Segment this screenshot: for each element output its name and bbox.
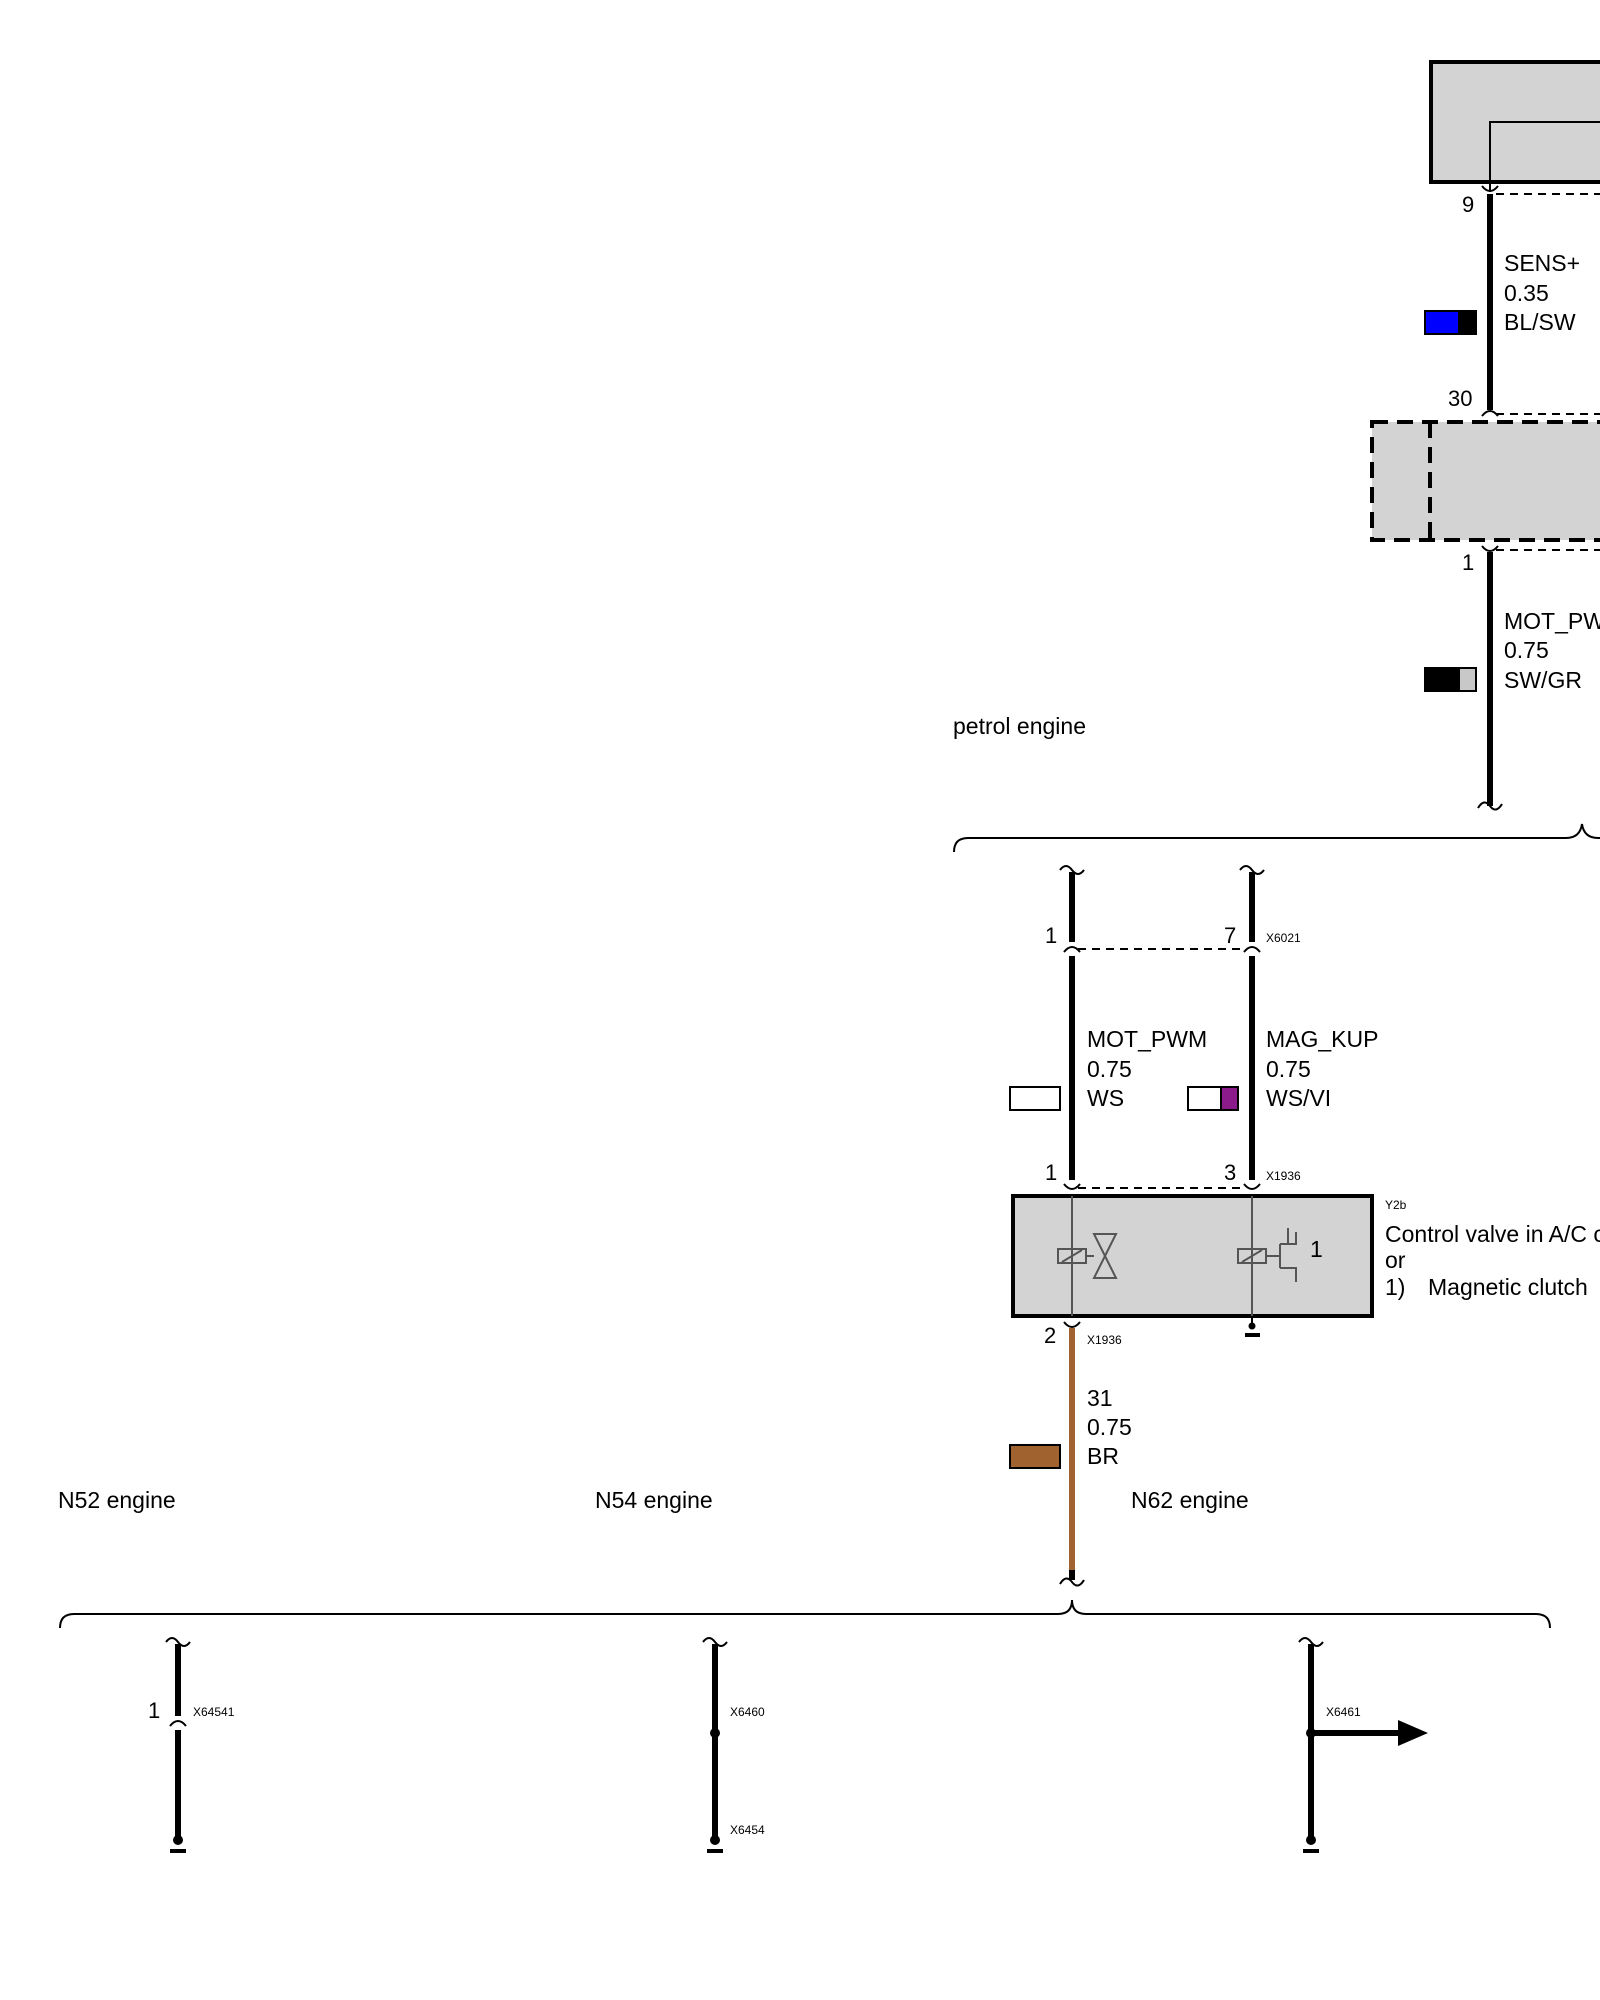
component-note-text: Magnetic clutch (1428, 1274, 1588, 1300)
n62-engine-label: N62 engine (1131, 1487, 1249, 1513)
n54-ground-id: X6454 (730, 1823, 765, 1837)
left-wire-top-break (1059, 865, 1085, 875)
mag-kup-swatch-white (1187, 1086, 1222, 1111)
mot-pwm-color: WS (1087, 1085, 1124, 1111)
mag-kup-size: 0.75 (1266, 1056, 1311, 1082)
component-inner-label: 1 (1310, 1236, 1323, 1262)
n54-engine-label: N54 engine (595, 1487, 713, 1513)
sens-plus-swatch-black (1458, 310, 1477, 335)
n52-pin-1-connector (169, 1720, 187, 1727)
intermediate-module-outer (1370, 420, 1600, 542)
n54-break-mark (702, 1637, 728, 1647)
mot-pw-color: SW/GR (1504, 667, 1582, 693)
pin-9-label: 9 (1462, 192, 1474, 217)
ground-wire-break-mark (1059, 1577, 1085, 1587)
solenoid-valve-symbol (1057, 1196, 1118, 1316)
x6021-pin-7-label: 7 (1224, 923, 1236, 948)
mot-pw-swatch-black (1424, 667, 1460, 692)
x1936-pin-2-connector (1063, 1321, 1081, 1328)
mot-pw-size: 0.75 (1504, 637, 1549, 663)
mot-pwm-size: 0.75 (1087, 1056, 1132, 1082)
mot-pw-swatch-grey (1458, 667, 1477, 692)
n62-splice-id: X6461 (1326, 1705, 1361, 1719)
right-wire-top-break (1239, 865, 1265, 875)
top-module-internal-line (1489, 121, 1600, 192)
n52-pin-1-label: 1 (148, 1698, 160, 1723)
component-note-number: 1) (1385, 1274, 1405, 1300)
x1936-bottom-id: X1936 (1087, 1333, 1122, 1347)
sens-plus-swatch-blue (1424, 310, 1460, 335)
pin-1-top-label: 1 (1462, 550, 1474, 575)
x1936-pin-2-label: 2 (1044, 1323, 1056, 1348)
n52-connector-id: X64541 (193, 1705, 235, 1719)
petrol-engine-brace (953, 823, 1600, 853)
mot-pw-signal: MOT_PW (1504, 608, 1600, 634)
ground-wire-color: BR (1087, 1443, 1119, 1469)
magnetic-clutch-symbol (1237, 1196, 1297, 1316)
component-ground-icon (1245, 1316, 1260, 1337)
sens-plus-color: BL/SW (1504, 309, 1576, 335)
x1936-top-id: X1936 (1266, 1169, 1301, 1183)
component-code: Y2b (1385, 1198, 1407, 1212)
n52-break-mark (165, 1637, 191, 1647)
x1936-pin-3-connector (1243, 1183, 1261, 1190)
x6021-pin-1-connector (1063, 946, 1081, 953)
mag-kup-swatch-violet (1220, 1086, 1239, 1111)
ground-wire-size: 0.75 (1087, 1414, 1132, 1440)
mag-kup-color: WS/VI (1266, 1085, 1331, 1111)
n54-splice-dot (710, 1728, 720, 1738)
top-module-pin-9-connector (1481, 185, 1499, 192)
ground-wire-signal: 31 (1087, 1385, 1113, 1411)
n54-ground-icon (707, 1835, 723, 1853)
pin-30-connector (1481, 410, 1499, 417)
n62-continuation-arrow-icon (1398, 1720, 1428, 1746)
pin-30-label: 30 (1448, 386, 1472, 411)
n54-splice-id: X6460 (730, 1705, 765, 1719)
x6021-pin-7-connector (1243, 946, 1261, 953)
petrol-engine-label: petrol engine (953, 713, 1086, 739)
mot-pw-break-mark (1477, 801, 1503, 811)
pin-1-top-connector (1481, 545, 1499, 552)
component-description: Control valve in A/C c (1385, 1221, 1600, 1247)
x1936-pin-1-connector (1063, 1183, 1081, 1190)
n62-ground-icon (1303, 1835, 1319, 1853)
x6021-pin-1-label: 1 (1045, 923, 1057, 948)
mag-kup-signal: MAG_KUP (1266, 1026, 1378, 1052)
x6021-id: X6021 (1266, 931, 1301, 945)
x1936-pin-3-label: 3 (1224, 1160, 1236, 1185)
sens-plus-signal: SENS+ (1504, 250, 1580, 276)
ground-wire-swatch-brown (1009, 1444, 1061, 1469)
n52-engine-label: N52 engine (58, 1487, 176, 1513)
mot-pwm-swatch-white (1009, 1086, 1061, 1111)
mot-pwm-signal: MOT_PWM (1087, 1026, 1207, 1052)
n52-ground-icon (170, 1835, 186, 1853)
engine-variant-brace (59, 1599, 1551, 1629)
sens-plus-size: 0.35 (1504, 280, 1549, 306)
n62-break-mark (1298, 1637, 1324, 1647)
component-or: or (1385, 1247, 1406, 1273)
x1936-pin-1-label: 1 (1045, 1160, 1057, 1185)
